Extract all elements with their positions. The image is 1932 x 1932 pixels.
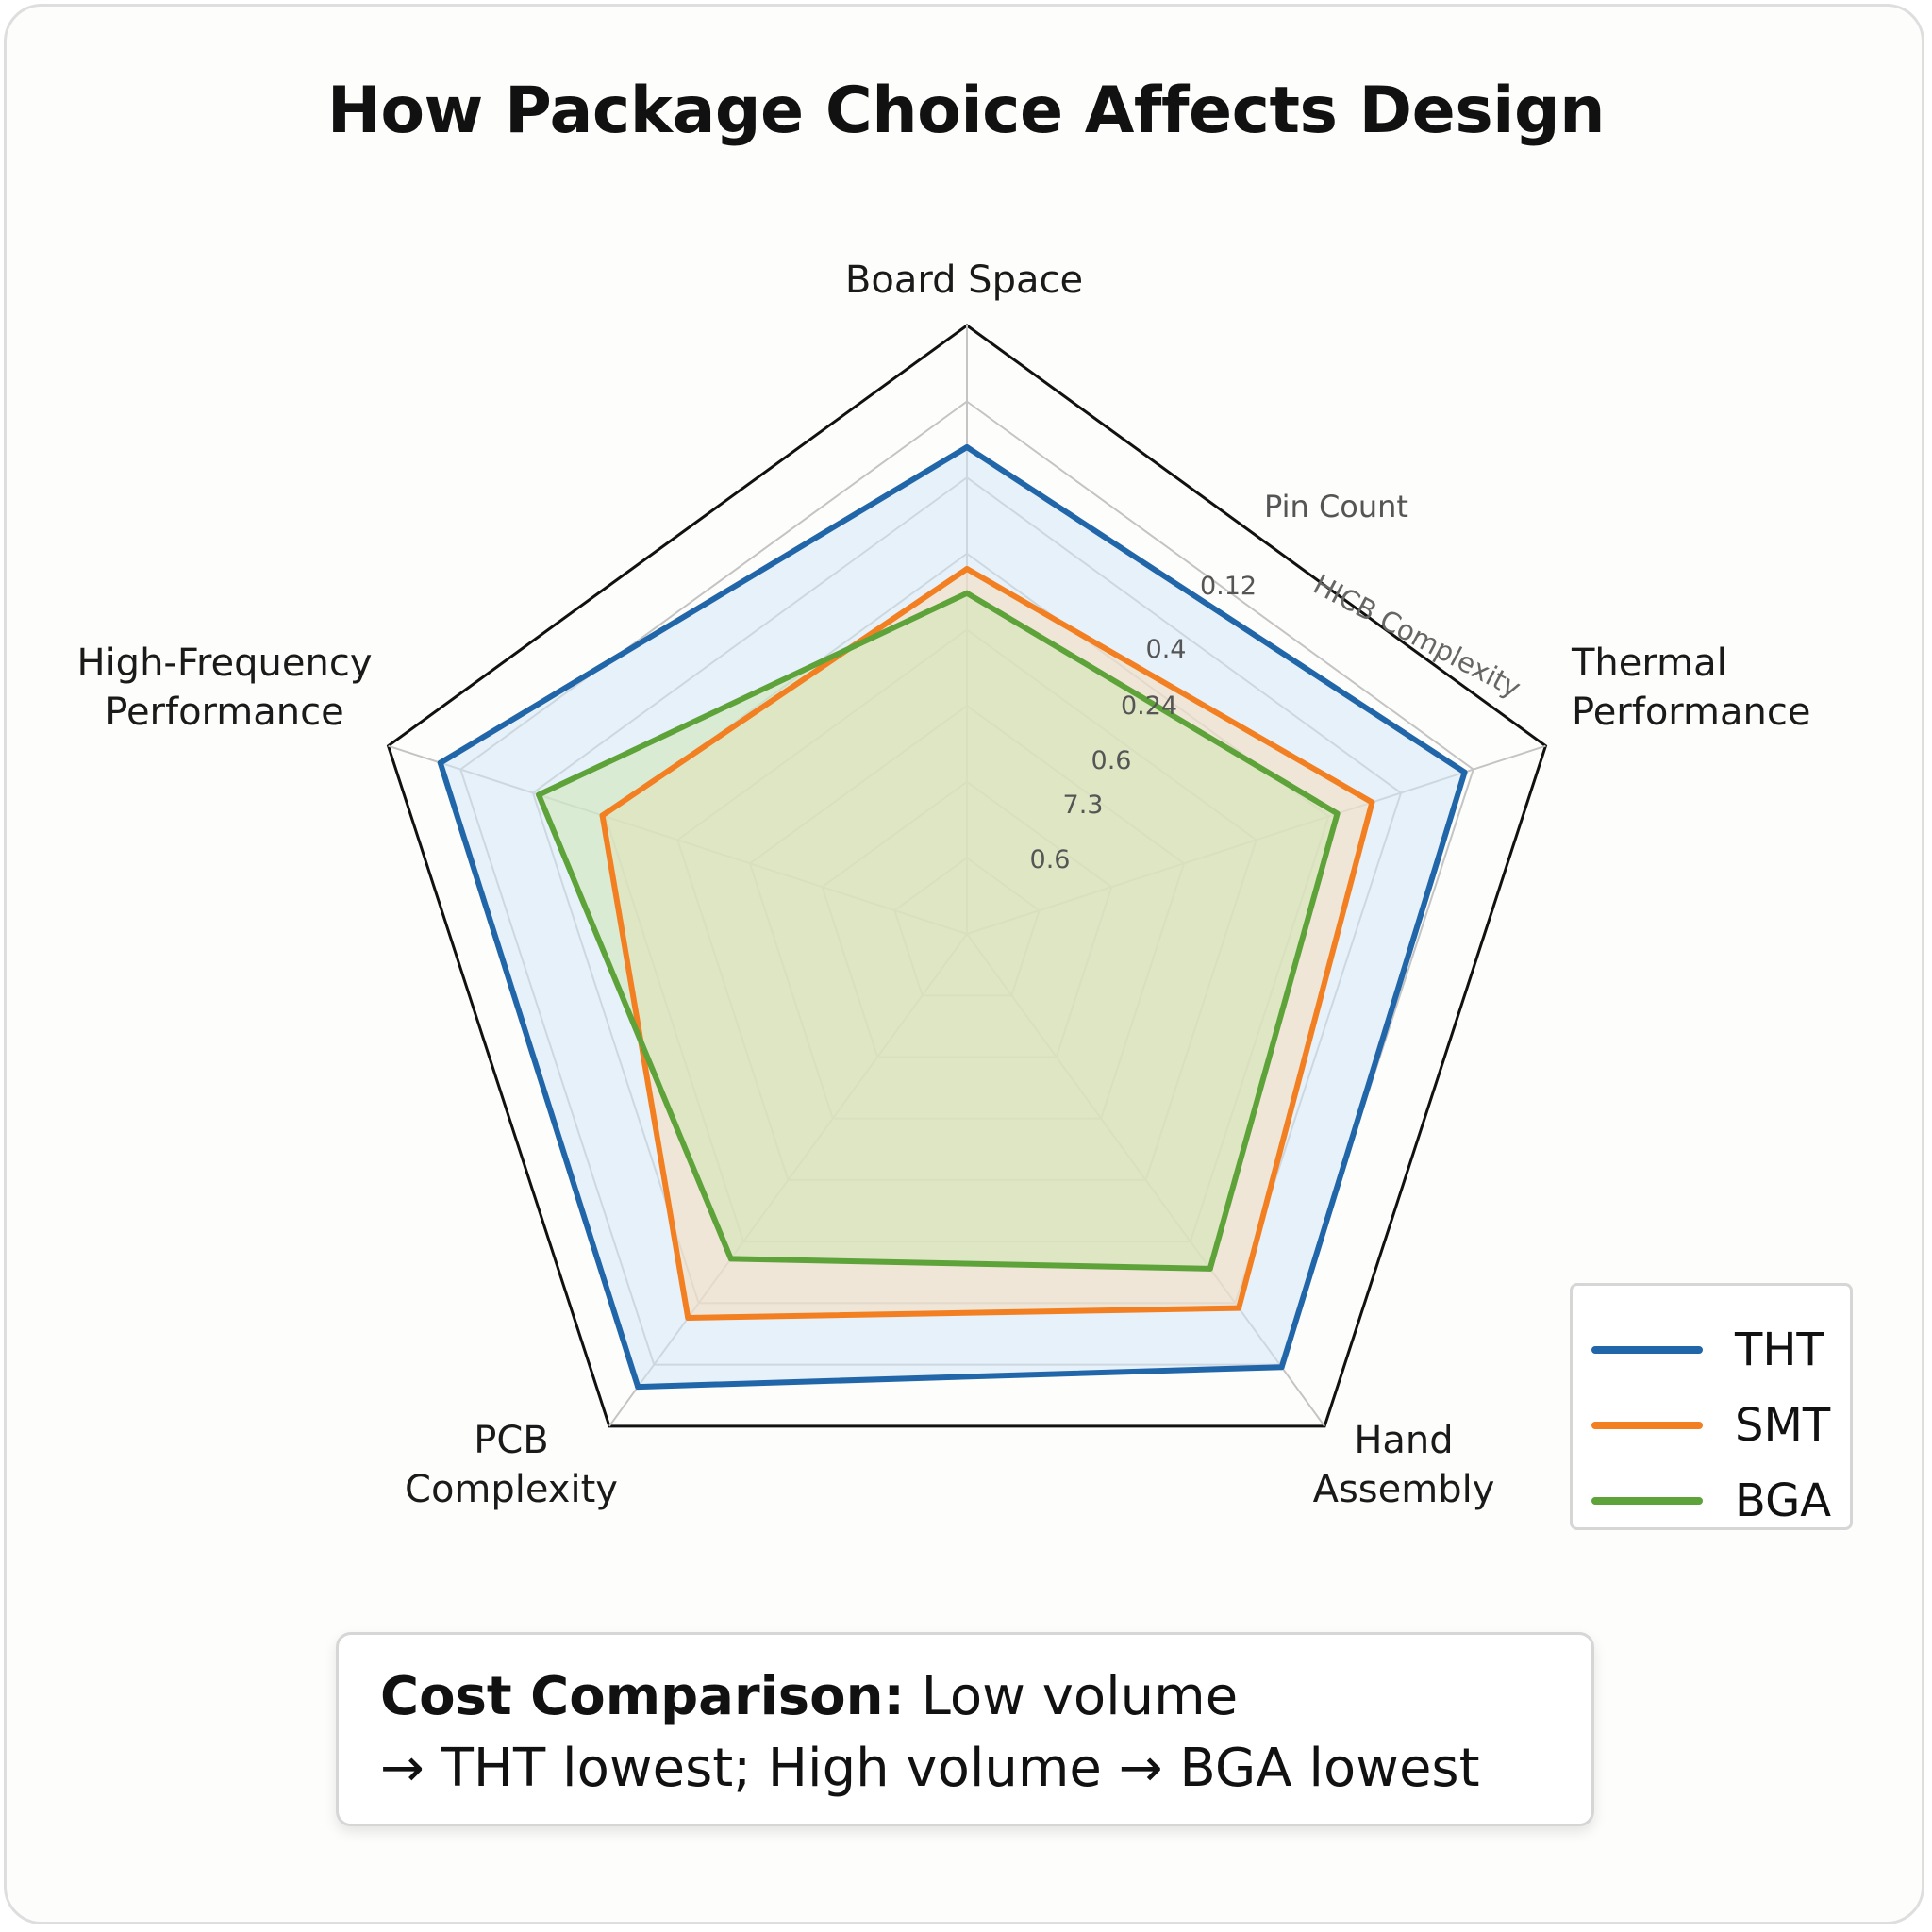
data-point-tht-2: [1278, 1364, 1285, 1371]
note-line-2: → THT lowest; High volume → BGA lowest: [380, 1738, 1480, 1799]
series-line-smt: [599, 566, 1375, 1322]
hicb-complexity-label: HICB Complexity: [1308, 568, 1526, 704]
axis-label-line: Assembly: [1313, 1468, 1495, 1511]
data-point-bga-4: [536, 791, 542, 798]
tick-label-2: 0.6: [1091, 746, 1132, 775]
legend-swatch-smt: [1591, 1422, 1703, 1429]
legend-item-smt: SMT: [1573, 1397, 1856, 1454]
data-point-smt-0: [964, 566, 970, 572]
grid-ring-8: [386, 324, 1548, 1428]
tick-label-0: 0.6: [1030, 845, 1071, 874]
data-point-smt-4: [599, 812, 606, 819]
axis-label-line: Thermal: [1571, 641, 1727, 685]
tick-label-3: 0.24: [1121, 691, 1177, 721]
axis-label-0: Board Space: [845, 258, 1083, 302]
data-point-bga-2: [1207, 1265, 1213, 1272]
chart-title: How Package Choice Affects Design: [326, 74, 1606, 148]
legend-label-smt: SMT: [1735, 1399, 1831, 1452]
axis-label-line: PCB: [474, 1419, 549, 1462]
legend-label-bga: BGA: [1735, 1474, 1832, 1527]
legend: THT SMT BGA: [1570, 1283, 1853, 1530]
data-point-bga-0: [964, 590, 970, 596]
tick-label-4: 0.4: [1146, 635, 1187, 664]
legend-swatch-bga: [1591, 1497, 1703, 1505]
tick-label-5: 0.12: [1200, 572, 1257, 601]
axis-label-line: Performance: [1572, 691, 1810, 734]
series-line-bga: [536, 590, 1341, 1272]
legend-item-bga: BGA: [1573, 1473, 1856, 1529]
legend-swatch-tht: [1591, 1346, 1703, 1354]
axis-label-line: Complexity: [405, 1468, 618, 1511]
data-point-smt-3: [685, 1315, 691, 1322]
pin-count-label: Pin Count: [1264, 489, 1408, 525]
axis-label-line: Performance: [105, 691, 343, 734]
axis-label-3: PCB Complexity: [405, 1419, 618, 1511]
data-point-tht-0: [964, 444, 970, 450]
axis-label-line: Board Space: [845, 258, 1083, 302]
cost-comparison-note: Cost Comparison: Low volume → THT lowest…: [336, 1632, 1594, 1826]
legend-label-tht: THT: [1735, 1324, 1824, 1376]
data-point-smt-1: [1369, 799, 1375, 806]
data-point-bga-1: [1334, 810, 1341, 817]
data-point-tht-4: [437, 759, 443, 766]
data-point-tht-3: [635, 1384, 641, 1391]
legend-item-tht: THT: [1573, 1322, 1856, 1378]
tick-label-1: 7.3: [1063, 791, 1104, 820]
note-line-1: Low volume: [904, 1666, 1239, 1727]
axis-label-line: High-Frequency: [76, 641, 372, 685]
note-heading: Cost Comparison:: [380, 1666, 905, 1727]
series-area-bga: [539, 592, 1338, 1269]
data-point-tht-1: [1461, 769, 1468, 775]
data-point-bga-3: [727, 1256, 734, 1262]
series-line-tht: [437, 444, 1468, 1391]
axis-label-line: Hand: [1354, 1419, 1453, 1462]
data-point-smt-2: [1236, 1305, 1242, 1311]
